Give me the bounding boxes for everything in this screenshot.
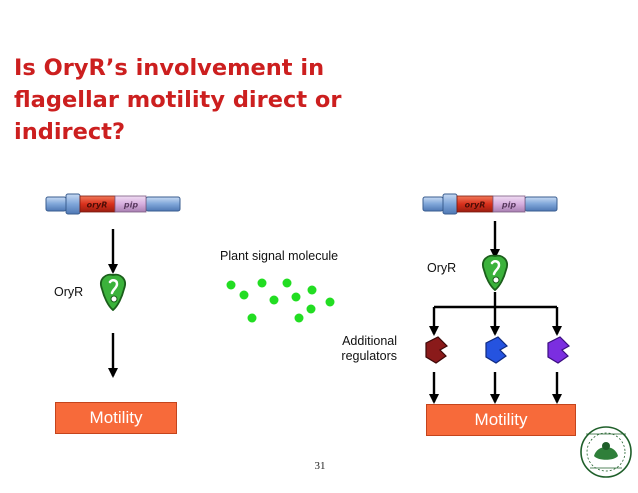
additional-regulators-label: Additional regulators	[341, 334, 397, 363]
igcar-emblem-icon	[580, 426, 632, 478]
motility-box-right: Motility	[426, 404, 576, 436]
plant-signal-label: Plant signal molecule	[220, 249, 339, 263]
gene-construct-left: oryR pip	[45, 193, 181, 215]
receptor-protein-icon	[482, 254, 508, 292]
gene-label-oryr-left: oryR	[87, 201, 108, 210]
oryr-label-right: OryR	[427, 261, 457, 275]
motility-box-left: Motility	[55, 402, 177, 434]
gene-label-pip-right: pip	[501, 201, 516, 210]
receptor-protein-icon	[100, 273, 126, 312]
gene-construct-right: oryR pip	[422, 193, 558, 215]
oryr-label-left: OryR	[54, 285, 84, 299]
signal-molecules	[226, 278, 335, 323]
regulator-branch	[429, 292, 562, 336]
slide-title: Is OryR’s involvement in flagellar motil…	[14, 55, 342, 145]
regulator-shape-3	[547, 336, 570, 364]
regulator-shape-2	[485, 336, 508, 364]
gene-label-pip-left: pip	[123, 201, 138, 210]
gene-label-oryr-right: oryR	[465, 201, 486, 210]
page-number: 31	[314, 460, 326, 472]
regulator-shape-1	[425, 336, 448, 364]
